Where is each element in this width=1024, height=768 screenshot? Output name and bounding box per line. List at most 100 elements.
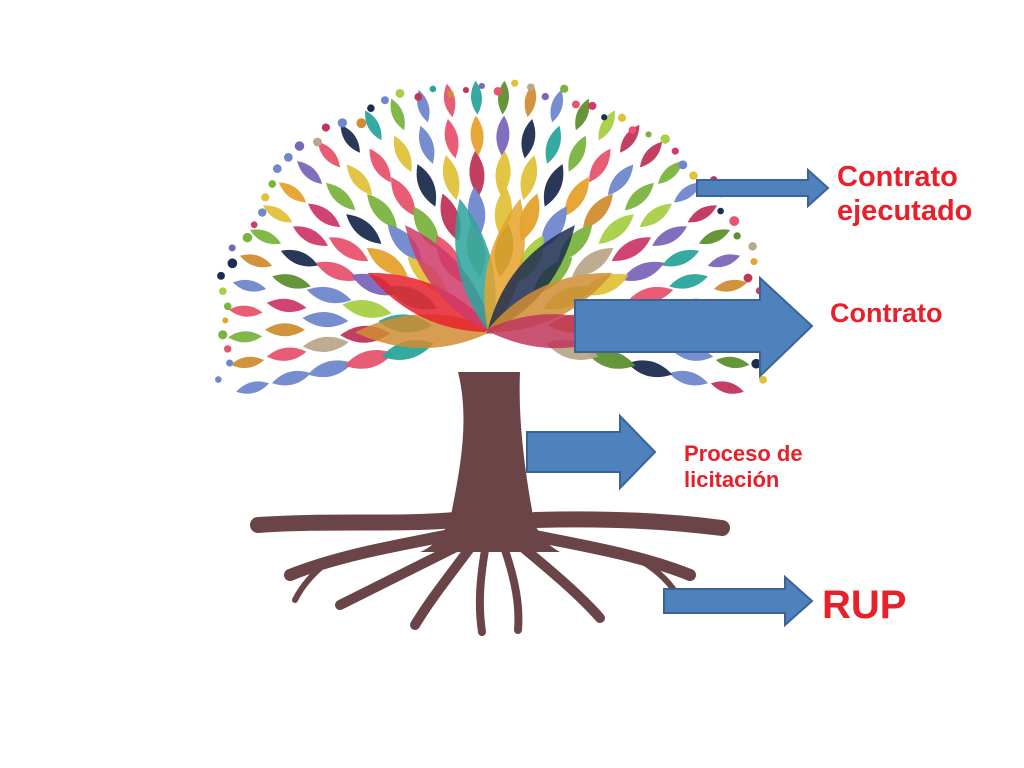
canopy-dot <box>395 88 405 98</box>
leaf <box>620 124 640 153</box>
leaf <box>715 356 750 369</box>
leaf <box>344 350 394 369</box>
leaf <box>228 305 263 317</box>
leaf <box>496 115 510 156</box>
leaf <box>239 254 273 268</box>
canopy-dot <box>678 160 688 170</box>
leaf <box>598 214 634 244</box>
leaf <box>413 206 439 250</box>
leaf <box>543 164 564 207</box>
leaf <box>328 237 369 262</box>
leaf <box>302 312 349 328</box>
leaf <box>292 226 328 246</box>
leaf <box>470 115 484 156</box>
leaf <box>340 124 360 153</box>
leaf <box>271 370 311 386</box>
canopy-dot <box>217 271 225 280</box>
canopy-dot <box>601 114 608 121</box>
canopy-dot <box>294 141 305 151</box>
leaf <box>391 177 416 217</box>
canopy-dot <box>414 93 423 101</box>
canopy-dot <box>228 244 236 252</box>
leaf <box>317 141 341 168</box>
leaf <box>575 98 590 131</box>
root <box>501 546 523 634</box>
leaf <box>278 182 307 203</box>
root <box>250 512 463 533</box>
leaf <box>558 224 593 262</box>
label-contrato-ejecutado: Contrato ejecutado <box>837 160 972 228</box>
leaf <box>266 298 307 313</box>
leaf <box>297 161 323 185</box>
arrow-contrato <box>574 275 814 379</box>
leaf <box>486 225 575 334</box>
leaf <box>443 83 456 118</box>
leaf <box>228 331 263 343</box>
arrows <box>526 167 830 628</box>
leaf <box>698 229 731 245</box>
leaf <box>673 182 702 203</box>
leaf <box>230 356 265 369</box>
leaf <box>621 261 665 281</box>
canopy-dot <box>380 96 389 105</box>
canopy-dot <box>645 131 652 138</box>
leaf <box>550 89 564 123</box>
leaf <box>416 89 430 123</box>
leaf <box>572 248 614 277</box>
leaf <box>306 286 352 304</box>
root <box>515 540 605 623</box>
leaf <box>589 148 611 183</box>
leaf <box>661 249 700 267</box>
leaf <box>484 198 525 335</box>
canopy-dot <box>511 79 519 87</box>
canopy-dot <box>268 180 277 188</box>
canopy-dot <box>717 207 724 215</box>
leaf <box>387 224 422 262</box>
arrow-contrato-ejecutado <box>696 167 830 209</box>
canopy-dot <box>219 287 227 295</box>
canopy-dot <box>478 82 485 90</box>
canopy-dot <box>526 83 535 92</box>
leaf <box>265 323 306 337</box>
root <box>524 529 696 581</box>
canopy-dot <box>226 359 234 367</box>
canopy-dot <box>215 376 222 383</box>
canopy-dot <box>729 216 740 226</box>
leaf <box>346 214 382 244</box>
canopy-dot <box>429 85 437 93</box>
leaf <box>713 279 748 292</box>
canopy-dot <box>541 92 549 101</box>
root <box>527 511 730 536</box>
canopy-dot <box>671 147 679 155</box>
leaf <box>520 155 538 201</box>
leaf <box>232 279 267 292</box>
leaf <box>495 150 511 197</box>
leaf <box>707 254 741 268</box>
label-proceso-line1: Proceso de <box>684 441 803 466</box>
arrow-proceso <box>526 413 657 491</box>
leaf <box>307 360 353 378</box>
canopy-dot <box>750 258 758 266</box>
leaf <box>710 381 744 394</box>
leaf <box>624 182 654 211</box>
leaf <box>416 164 437 207</box>
leaf <box>280 249 319 267</box>
canopy-dot <box>283 153 293 162</box>
leaf <box>541 206 567 250</box>
label-contrato-ejecutado-line2: ejecutado <box>837 195 973 228</box>
leaf <box>366 248 408 277</box>
leaf <box>302 336 349 352</box>
label-proceso-licitacion: Proceso de licitación <box>684 441 803 493</box>
canopy-dot <box>223 345 232 353</box>
canopy-dot <box>337 118 348 128</box>
leaf <box>524 83 537 118</box>
leaf <box>262 205 293 223</box>
leaf <box>308 203 341 228</box>
leaf <box>568 135 587 172</box>
canopy-dot <box>493 87 503 96</box>
leaf <box>469 150 485 197</box>
root <box>292 557 333 603</box>
leaf <box>669 370 709 386</box>
leaf <box>564 177 589 217</box>
